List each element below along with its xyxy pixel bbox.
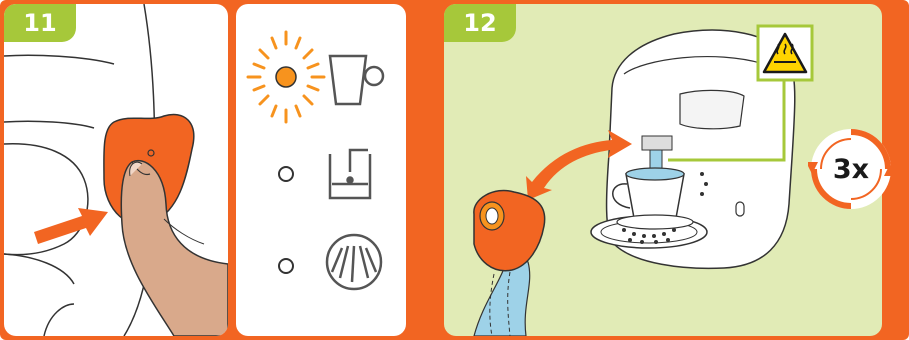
indicator-lights-panel (236, 4, 406, 336)
repeat-count-label: 3x (808, 126, 894, 212)
hot-surface-icon (758, 26, 812, 80)
seal-holder-icon (474, 191, 545, 271)
cleaning-jet-icon (327, 235, 381, 289)
descaling-icon (330, 150, 370, 198)
step-number-badge: 12 (444, 4, 516, 42)
step-number-badge: 11 (4, 4, 76, 42)
step-11-panel: 11 (4, 4, 228, 336)
cup-icon (330, 56, 383, 104)
indicator-lights-illustration (236, 4, 406, 336)
indicator-light-off (279, 259, 293, 273)
indicator-light-lit (276, 67, 296, 87)
indicator-light-off (279, 167, 293, 181)
press-seal-illustration (4, 4, 228, 336)
